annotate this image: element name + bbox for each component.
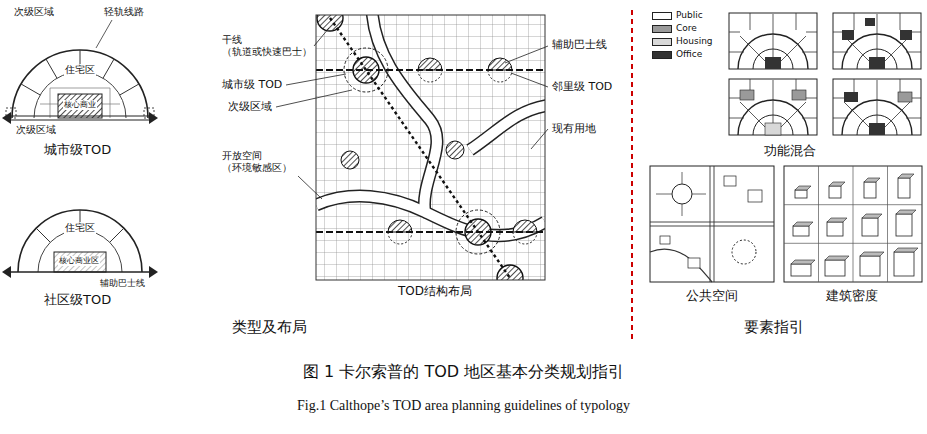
legend-text: Housing: [676, 36, 713, 47]
diagram-title: 社区级TOD: [44, 292, 111, 308]
line-label: 轻轨线路: [104, 6, 144, 18]
line-label: 辅助巴士线: [100, 278, 145, 289]
map-callout: 邻里级 TOD: [552, 80, 612, 93]
map-callout: 干线 （轨道或快速巴士）: [222, 34, 314, 58]
building-density-grid: [784, 166, 922, 282]
tod-structure-map: [276, 5, 550, 291]
community-tod-diagram: [2, 210, 158, 278]
caption-english: Fig.1 Calthope’s TOD area planning guide…: [297, 398, 630, 415]
diagram-title: 公共空间: [686, 288, 738, 304]
zone-label: 核心商业区: [58, 256, 100, 266]
section-title: 类型及布局: [232, 318, 307, 336]
map-callout: 辅助巴士线: [552, 38, 607, 51]
zone-label: 住宅区: [64, 64, 96, 76]
legend-swatch: [652, 25, 672, 33]
city-tod-diagram: [2, 20, 158, 124]
mixed-use-diagrams: [729, 13, 921, 135]
public-space-plan: [650, 166, 774, 282]
diagram-title: 功能混合: [764, 143, 816, 159]
diagram-title: 城市级TOD: [44, 142, 111, 158]
map-callout: 现有用地: [552, 122, 596, 135]
region-label: 次级区域: [14, 6, 54, 18]
divider-line: [631, 10, 633, 342]
map-callout: 城市级 TOD: [222, 78, 282, 91]
map-callout: 次级区域: [228, 100, 272, 113]
legend-swatch: [652, 38, 672, 46]
figure-caption: 图 1 卡尔索普的 TOD 地区基本分类规划指引: [303, 362, 624, 381]
zone-label: 住宅区: [64, 222, 96, 234]
diagram-title: TOD结构布局: [398, 284, 472, 298]
diagram-title: 建筑密度: [826, 288, 878, 304]
region-label: 次级区域: [16, 124, 56, 136]
map-callout: 开放空间 （环境敏感区）: [222, 150, 314, 174]
legend-swatch: [652, 12, 672, 20]
legend-text: Public: [676, 10, 703, 21]
zone-label: 核心商业: [63, 100, 97, 110]
legend-swatch: [652, 51, 672, 59]
legend-text: Core: [676, 23, 697, 34]
legend-text: Office: [676, 49, 702, 60]
section-title: 要素指引: [744, 318, 804, 336]
